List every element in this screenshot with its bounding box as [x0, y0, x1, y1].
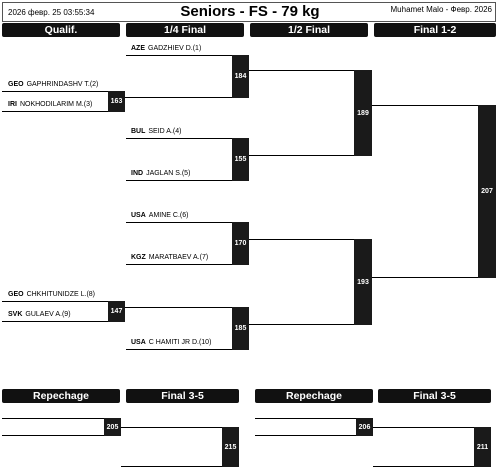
bout-box-215[interactable]: 215 — [222, 427, 239, 467]
country-code: BUL — [131, 128, 146, 135]
bout-box-189[interactable]: 189 — [354, 70, 372, 156]
repechage-header-right: Repechage — [255, 389, 373, 403]
country-code: SVK — [8, 311, 23, 318]
bracket-line — [255, 418, 356, 419]
column-header-semi-final: 1/2 Final — [250, 23, 368, 37]
bracket-line — [249, 239, 354, 240]
final-3-5-header-left: Final 3-5 — [126, 389, 239, 403]
country-code: IND — [131, 170, 144, 177]
bout-box-207[interactable]: 207 — [478, 105, 496, 278]
country-code: IRI — [8, 101, 17, 108]
bracket-line — [2, 418, 104, 419]
bracket-line — [126, 264, 232, 265]
bout-box-184[interactable]: 184 — [232, 55, 249, 98]
bracket-line — [121, 466, 222, 467]
bout-box-193[interactable]: 193 — [354, 239, 372, 325]
bracket-line — [249, 70, 354, 71]
column-header-qualif: Qualif. — [2, 23, 120, 37]
bracket-line — [372, 105, 478, 106]
athlete-name: GADZHIEV D.(1) — [148, 45, 202, 52]
bracket-line — [121, 427, 222, 428]
bracket-line — [255, 435, 356, 436]
bracket-line — [2, 91, 108, 92]
country-code: GEO — [8, 81, 24, 88]
bracket-line — [249, 324, 354, 325]
bracket-line — [125, 307, 232, 308]
bracket-line — [125, 97, 232, 98]
athlete-name: CHKHITUNIDZE L.(8) — [26, 291, 96, 298]
bout-box-211[interactable]: 211 — [474, 427, 491, 467]
bout-box-155[interactable]: 155 — [232, 138, 249, 181]
bout-box-206[interactable]: 206 — [356, 418, 373, 436]
bracket-line — [373, 427, 474, 428]
author-label: Muhamet Malo - Февр. 2026 — [390, 5, 493, 14]
athlete-name: JAGLAN S.(5) — [146, 170, 191, 177]
country-code: USA — [131, 339, 146, 346]
athlete-name: SEID A.(4) — [148, 128, 182, 135]
bout-box-205[interactable]: 205 — [104, 418, 121, 436]
athlete-name: AMINE C.(6) — [148, 212, 189, 219]
country-code: AZE — [131, 45, 145, 52]
title-frame — [2, 2, 496, 22]
bracket-line — [126, 55, 232, 56]
bracket-line — [2, 321, 108, 322]
bracket-line — [126, 138, 232, 139]
print-date: 2026 февр. 25 03:55:34 — [8, 8, 95, 17]
bracket-line — [126, 222, 232, 223]
column-header-quarter-final: 1/4 Final — [126, 23, 244, 37]
page-title: Seniors - FS - 79 kg — [180, 3, 320, 20]
bout-box-147[interactable]: 147 — [108, 301, 125, 322]
athlete-name: GAPHRINDASHV T.(2) — [26, 81, 99, 88]
athlete-name: GULAEV A.(9) — [25, 311, 71, 318]
bracket-line — [2, 111, 108, 112]
bracket-line — [126, 349, 232, 350]
athlete-name: C HAMITI JR D.(10) — [148, 339, 212, 346]
athlete-name: NOKHODILARIM M.(3) — [19, 101, 93, 108]
bout-box-170[interactable]: 170 — [232, 222, 249, 265]
bracket-line — [2, 301, 108, 302]
bracket-line — [126, 180, 232, 181]
column-header-final: Final 1-2 — [374, 23, 496, 37]
athlete-name: MARATBAEV A.(7) — [148, 254, 209, 261]
bracket-line — [373, 466, 474, 467]
country-code: USA — [131, 212, 146, 219]
bout-box-163[interactable]: 163 — [108, 91, 125, 112]
repechage-header-left: Repechage — [2, 389, 120, 403]
final-3-5-header-right: Final 3-5 — [378, 389, 491, 403]
bracket-line — [249, 155, 354, 156]
bracket-line — [2, 435, 104, 436]
country-code: KGZ — [131, 254, 146, 261]
bout-box-185[interactable]: 185 — [232, 307, 249, 350]
country-code: GEO — [8, 291, 24, 298]
bracket-line — [372, 277, 478, 278]
